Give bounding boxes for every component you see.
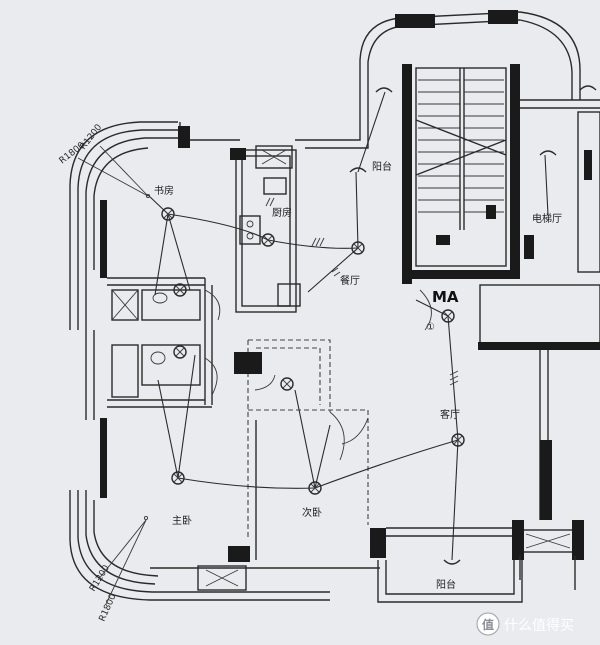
wiring xyxy=(147,91,549,561)
watermark: 值 什么值得买 xyxy=(476,612,574,636)
light-entry xyxy=(441,309,455,323)
label-master-bedroom: 主卧 xyxy=(172,514,192,527)
pendant-lamp-lobby-right xyxy=(579,85,597,91)
stairwell xyxy=(402,64,534,284)
label-study: 书房 xyxy=(154,184,174,197)
light-dining xyxy=(351,241,365,255)
label-balcony-top: 阳台 xyxy=(372,160,392,173)
light-fixtures xyxy=(161,85,597,565)
label-living: 客厅 xyxy=(440,408,460,421)
light-bath-2 xyxy=(173,345,187,359)
light-master-bedroom xyxy=(171,471,185,485)
label-balcony-bottom: 阳台 xyxy=(436,578,456,591)
pendant-lamp-lobby xyxy=(539,150,557,156)
interior-walls xyxy=(107,145,432,562)
pendant-lamp-stair xyxy=(375,87,393,93)
light-kitchen xyxy=(261,233,275,247)
dimension-labels: R1200 R1800 R1200 R1800 xyxy=(58,122,151,623)
label-kitchen: 厨房 xyxy=(272,206,292,219)
room-labels: 书房 厨房 餐厅 客厅 主卧 次卧 阳台 阳台 电梯厅 MA ① xyxy=(154,160,562,591)
label-circle-marker: ① xyxy=(426,322,435,333)
pendant-lamp-balcony-top xyxy=(349,167,367,173)
label-dining: 餐厅 xyxy=(340,274,360,287)
dim-r1800-bottom: R1800 xyxy=(98,592,119,623)
light-living xyxy=(451,433,465,447)
watermark-text: 什么值得买 xyxy=(504,617,574,634)
light-bath-1 xyxy=(173,283,187,297)
light-second-bedroom xyxy=(308,481,322,495)
label-elevator-hall: 电梯厅 xyxy=(532,212,562,225)
elevator-lobby xyxy=(478,99,600,590)
light-study xyxy=(161,207,175,221)
light-corridor xyxy=(280,377,294,391)
zhi-logo-icon xyxy=(476,612,500,636)
pendant-lamp-balcony-bottom xyxy=(443,559,461,565)
label-second-bedroom: 次卧 xyxy=(302,506,322,519)
svg-text:值: 值 xyxy=(482,617,494,632)
outer-walls xyxy=(69,10,581,603)
label-shaft: MA xyxy=(432,288,459,306)
